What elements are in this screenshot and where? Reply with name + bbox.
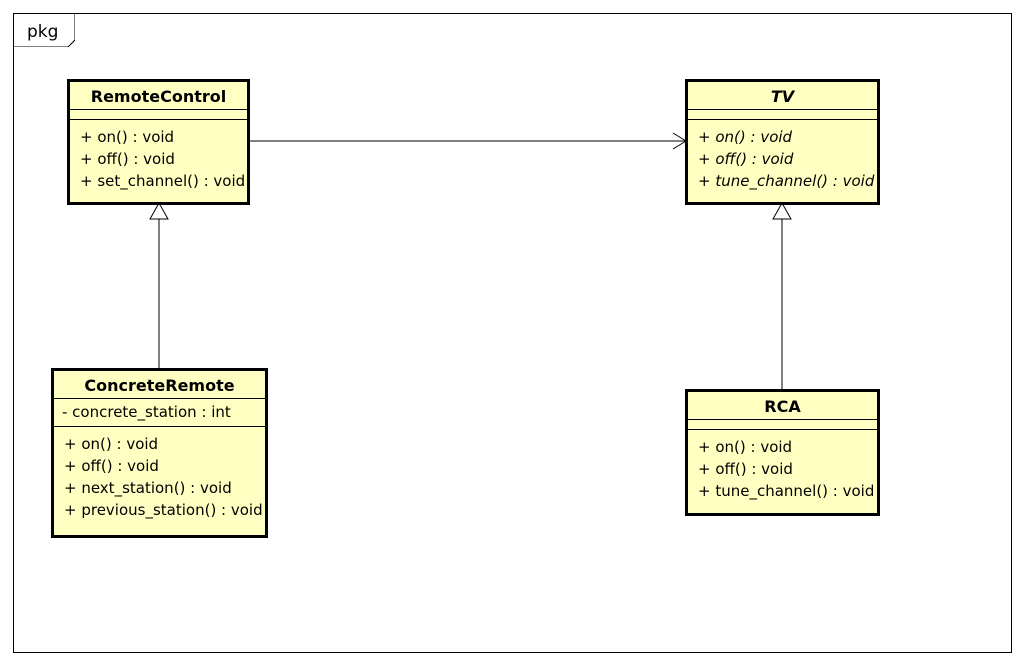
operation: + tune_channel() : void	[698, 172, 875, 190]
class-name: ConcreteRemote	[54, 371, 265, 399]
operation: + off() : void	[64, 457, 159, 475]
operations-compartment: + on() : void + off() : void + set_chann…	[70, 120, 247, 196]
operation: + next_station() : void	[64, 479, 232, 497]
operations-compartment: + on() : void + off() : void + tune_chan…	[688, 120, 877, 196]
attributes-compartment	[688, 420, 877, 430]
class-remotecontrol[interactable]: RemoteControl + on() : void + off() : vo…	[67, 79, 250, 205]
generalization-triangle-tv	[772, 201, 792, 220]
operation: + on() : void	[80, 128, 175, 146]
operation: + on() : void	[64, 435, 159, 453]
package-label: pkg	[27, 22, 59, 42]
operation: + off() : void	[698, 460, 793, 478]
attribute: - concrete_station : int	[62, 403, 231, 421]
class-name: RemoteControl	[70, 82, 247, 110]
generalization-triangle-remotecontrol	[149, 201, 169, 220]
operation: + previous_station() : void	[64, 501, 263, 519]
class-rca[interactable]: RCA + on() : void + off() : void + tune_…	[685, 389, 880, 516]
operation: + on() : void	[698, 438, 793, 456]
attributes-compartment: - concrete_station : int	[54, 399, 265, 427]
operation: + set_channel() : void	[80, 172, 246, 190]
operation: + off() : void	[698, 150, 794, 168]
operation: + tune_channel() : void	[698, 482, 875, 500]
operations-compartment: + on() : void + off() : void + next_stat…	[54, 427, 265, 525]
attributes-compartment	[70, 110, 247, 120]
class-name: RCA	[688, 392, 877, 420]
operation: + on() : void	[698, 128, 793, 146]
operation: + off() : void	[80, 150, 175, 168]
class-name: TV	[688, 82, 877, 110]
class-concreteremote[interactable]: ConcreteRemote - concrete_station : int …	[51, 368, 268, 538]
operations-compartment: + on() : void + off() : void + tune_chan…	[688, 430, 877, 506]
attributes-compartment	[688, 110, 877, 120]
package-tab	[13, 13, 75, 47]
class-tv[interactable]: TV + on() : void + off() : void + tune_c…	[685, 79, 880, 205]
package-frame	[13, 13, 1012, 653]
